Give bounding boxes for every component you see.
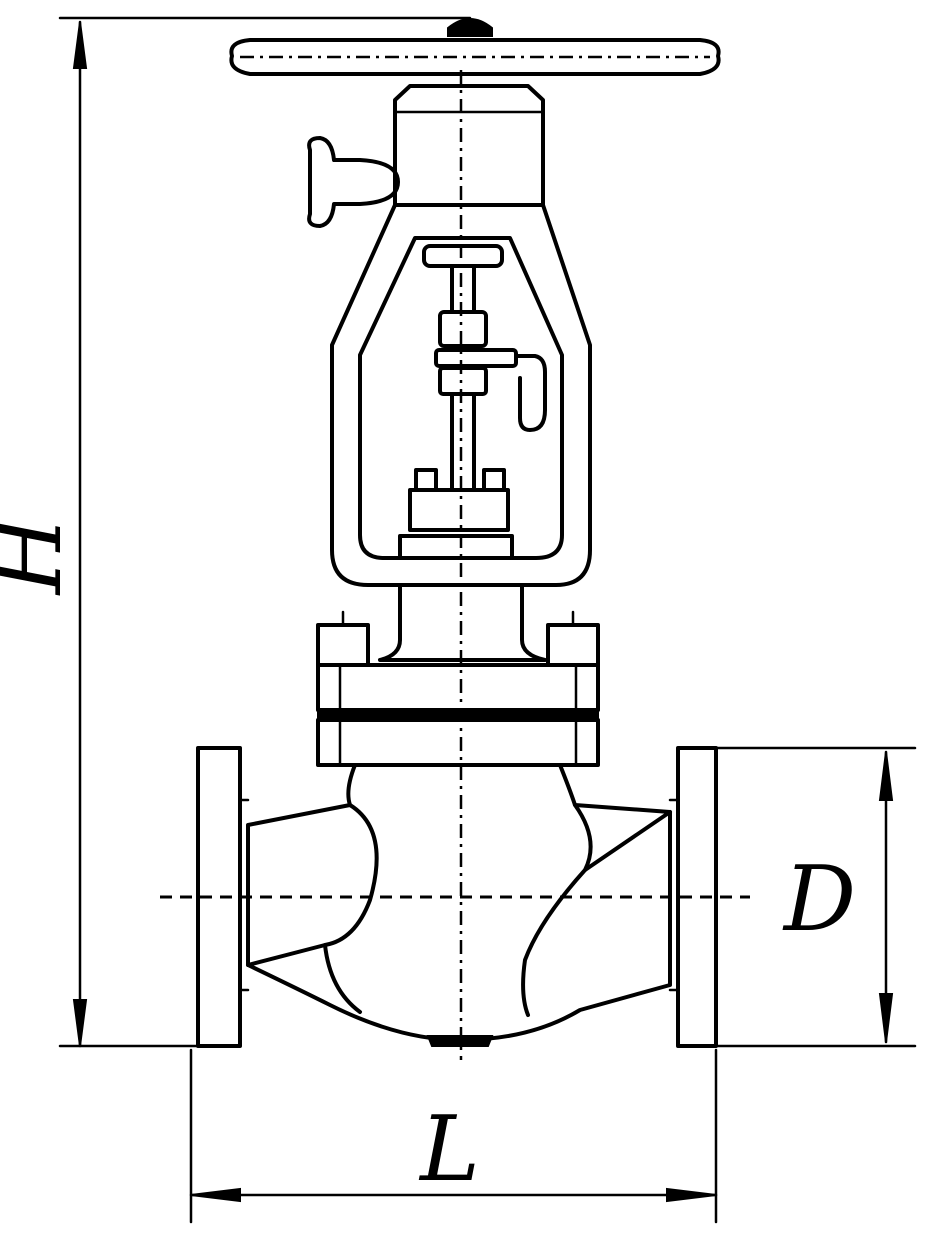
diameter-label: D xyxy=(782,847,856,952)
bonnet-neck xyxy=(378,583,547,662)
side-lock-knob xyxy=(307,136,400,228)
height-label: H xyxy=(0,514,82,596)
right-end-flange xyxy=(676,746,718,1048)
bonnet-flanges xyxy=(316,663,600,767)
bonnet-column xyxy=(393,84,545,207)
height-dimension xyxy=(58,20,200,1048)
length-dimension xyxy=(189,1048,718,1224)
flange-bolts xyxy=(316,610,600,667)
handwheel xyxy=(229,18,721,76)
diameter-dimension xyxy=(714,746,917,1048)
length-label: L xyxy=(418,1097,480,1202)
yoke-frame-outer xyxy=(330,203,592,587)
valve-stem xyxy=(398,244,547,560)
valve-body xyxy=(246,763,672,1047)
yoke-frame-inner xyxy=(358,236,564,560)
